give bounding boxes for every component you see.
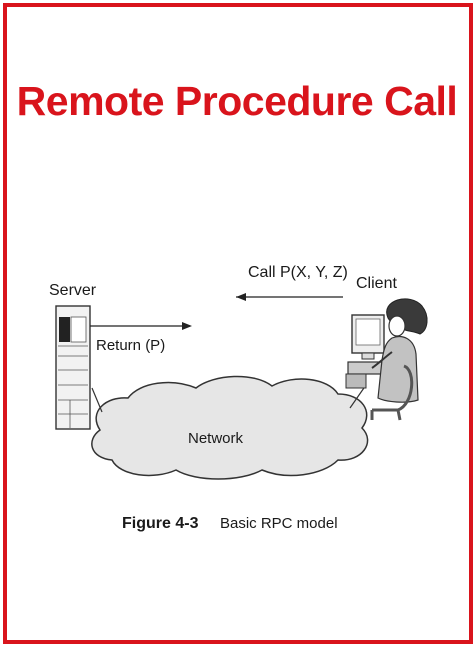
return-label: Return (P) bbox=[96, 337, 165, 354]
client-network-link bbox=[349, 384, 367, 409]
red-border-frame bbox=[3, 3, 473, 644]
page-title: Remote Procedure Call bbox=[16, 78, 458, 124]
server-label: Server bbox=[49, 282, 97, 299]
figure-caption: Basic RPC model bbox=[220, 515, 338, 532]
server-tower-icon bbox=[55, 305, 91, 430]
call-label: Call P(X, Y, Z) bbox=[248, 264, 348, 281]
figure-number: Figure 4-3 bbox=[122, 515, 199, 532]
network-cloud-icon bbox=[91, 375, 369, 480]
client-label: Client bbox=[356, 275, 397, 292]
server-network-link bbox=[91, 387, 103, 413]
return-arrow bbox=[90, 322, 192, 330]
call-arrow bbox=[236, 293, 343, 301]
network-label: Network bbox=[188, 430, 244, 447]
person-at-computer-icon bbox=[345, 298, 428, 421]
